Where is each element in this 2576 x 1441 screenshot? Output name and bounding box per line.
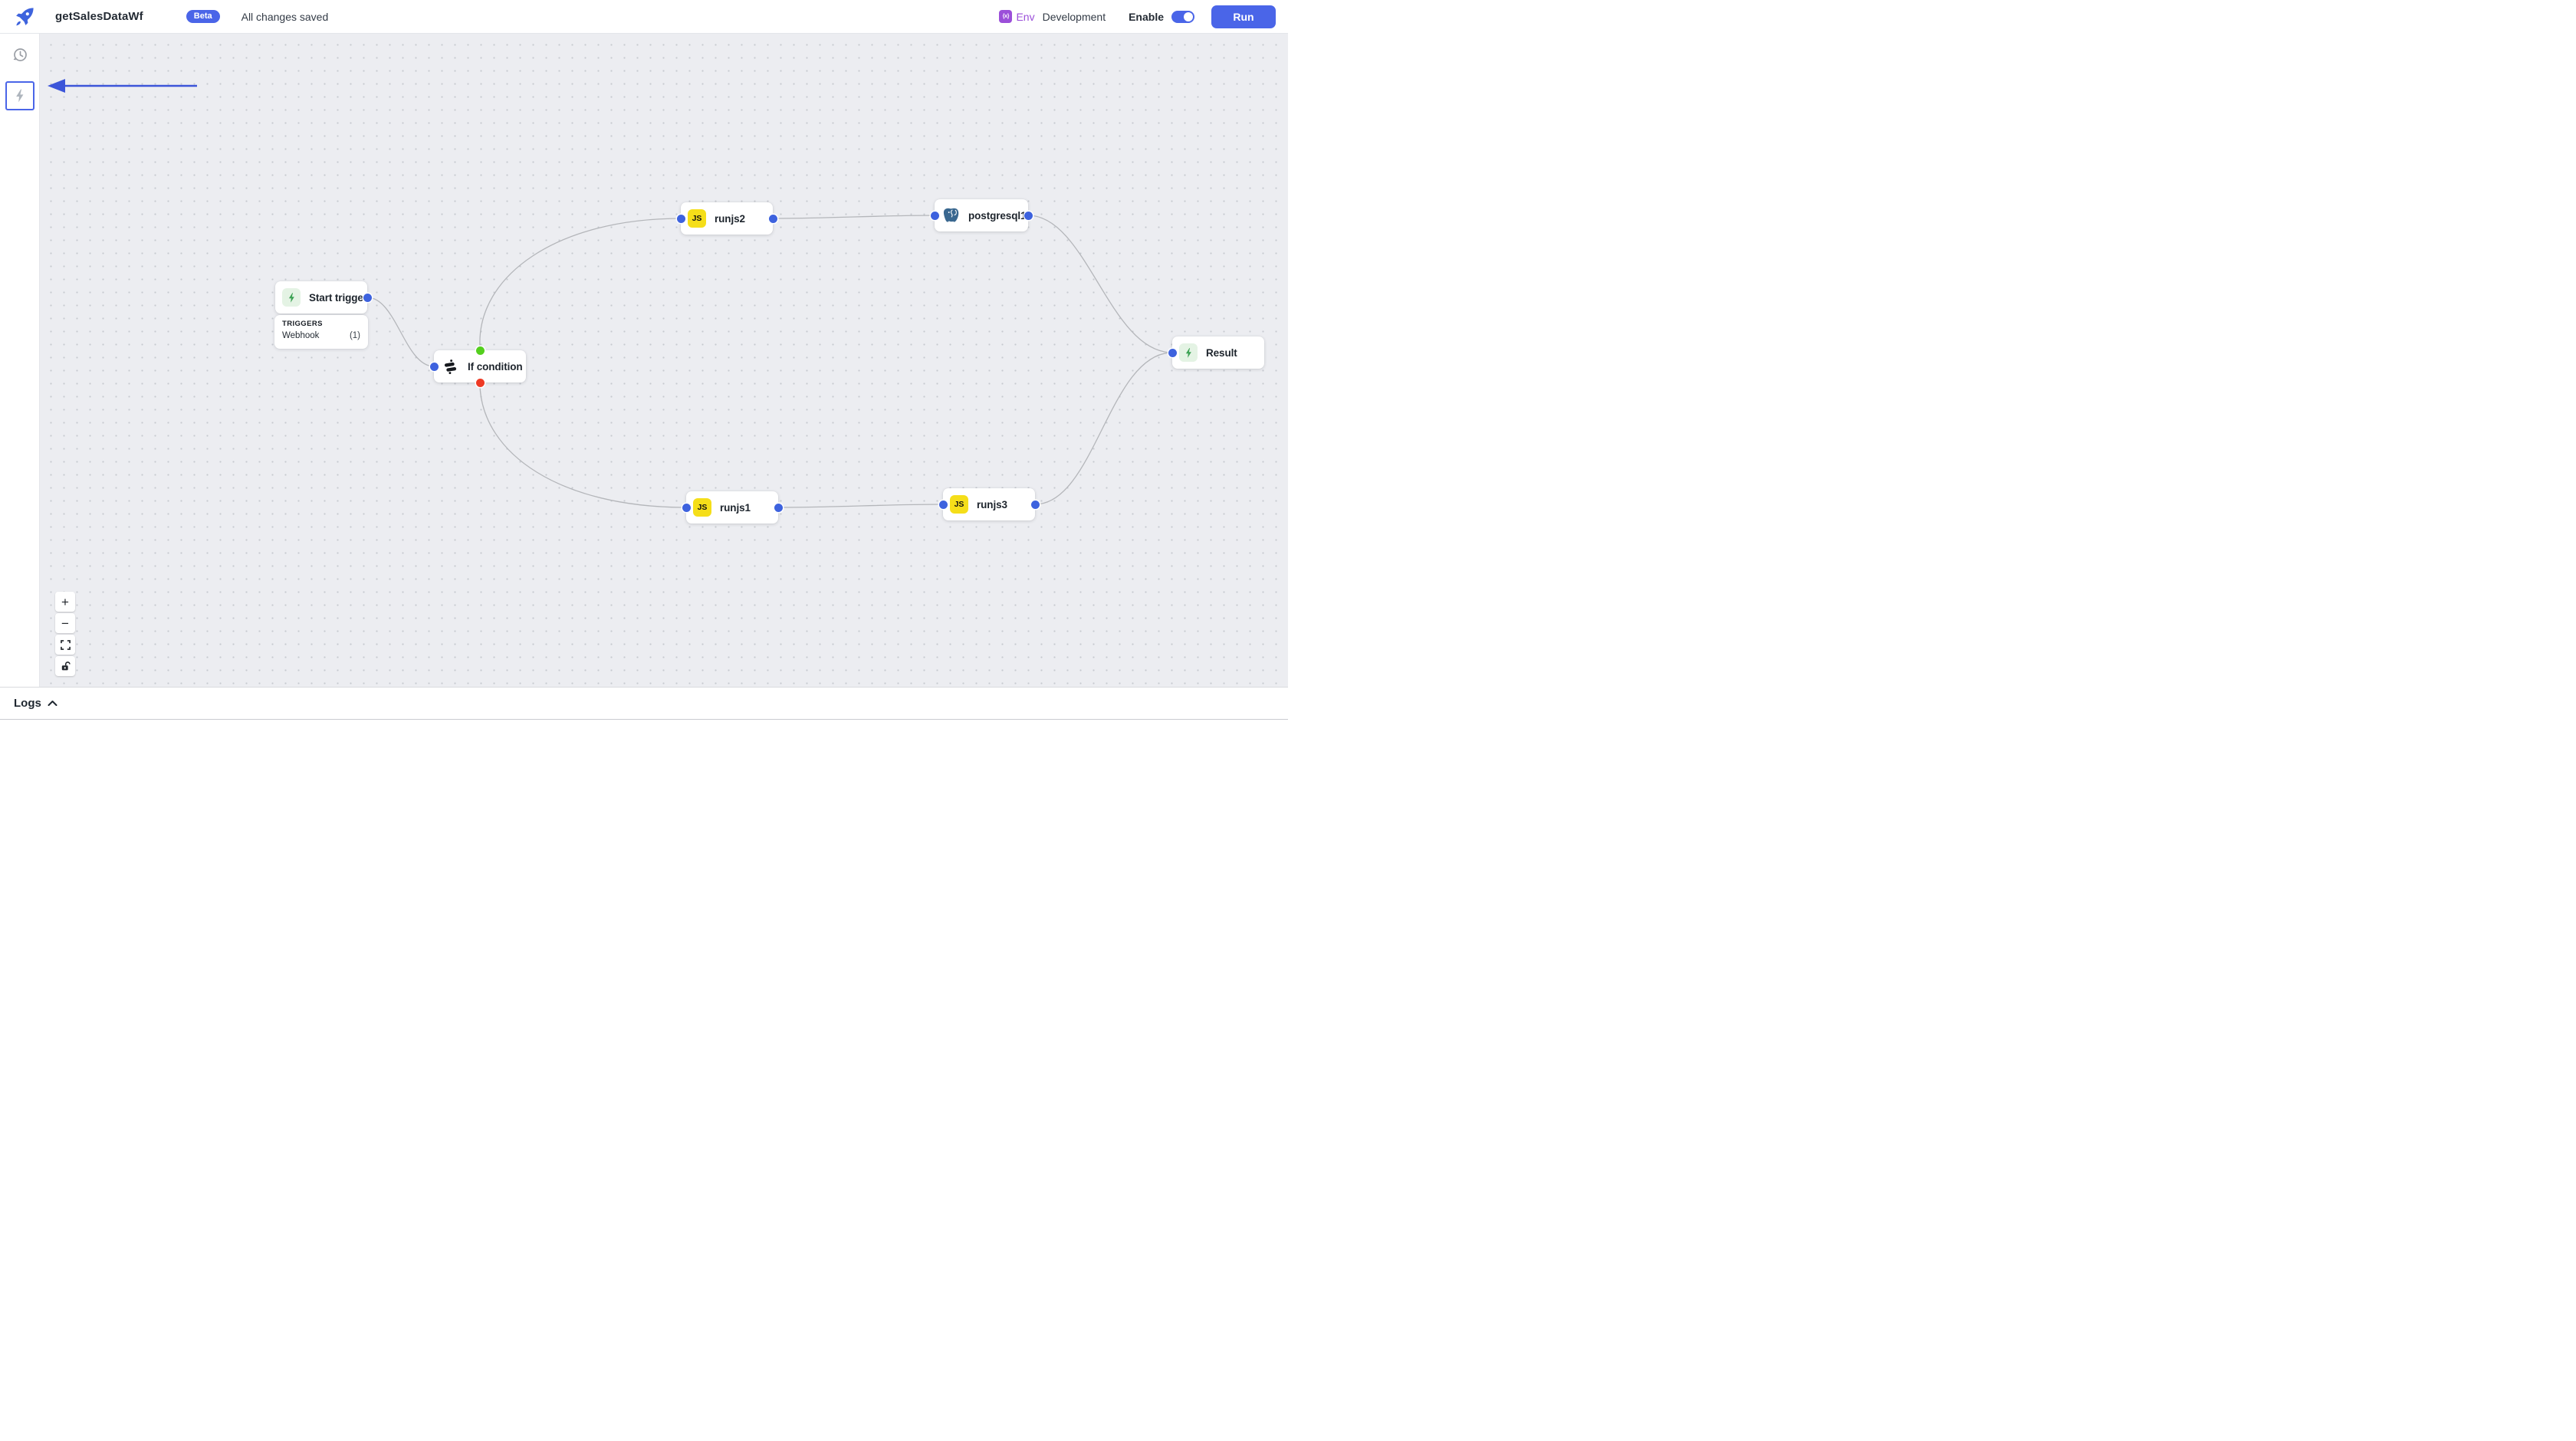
postgresql-icon xyxy=(941,206,960,225)
port-postgresql1-in[interactable] xyxy=(930,211,939,220)
save-status: All changes saved xyxy=(241,10,329,23)
chevron-up-icon xyxy=(48,701,58,706)
workflow-editor: getSalesDataWf Beta All changes saved {x… xyxy=(0,0,1288,720)
lightning-tool-button[interactable] xyxy=(5,81,34,110)
node-runjs2[interactable]: JS runjs2 xyxy=(676,202,777,235)
zoom-in-button[interactable]: + xyxy=(55,592,75,612)
unlock-icon xyxy=(61,661,71,671)
lock-button[interactable] xyxy=(55,656,75,676)
workflow-title: getSalesDataWf xyxy=(55,10,143,23)
left-toolbar xyxy=(0,34,40,687)
enable-label: Enable xyxy=(1129,10,1164,23)
port-if-condition-in[interactable] xyxy=(429,362,439,371)
port-if-condition-false[interactable] xyxy=(475,378,485,387)
app-logo-rocket-icon[interactable] xyxy=(14,6,35,28)
branch-icon xyxy=(441,357,459,376)
node-label: runjs3 xyxy=(977,498,1007,510)
node-label: postgresql1 xyxy=(968,209,1027,222)
javascript-icon: JS xyxy=(688,209,706,228)
port-start-trigger-out[interactable] xyxy=(363,293,372,302)
environment-selector[interactable]: Development xyxy=(1042,10,1106,23)
fit-view-button[interactable] xyxy=(55,635,75,655)
enable-toggle[interactable] xyxy=(1171,10,1194,23)
node-label: runjs2 xyxy=(715,212,745,225)
node-if-condition[interactable]: If condition xyxy=(429,346,526,387)
node-label: Start trigger xyxy=(309,291,367,304)
env-label: Env xyxy=(1016,10,1035,23)
port-postgresql1-out[interactable] xyxy=(1024,211,1033,220)
port-result-in[interactable] xyxy=(1168,348,1177,357)
javascript-icon: JS xyxy=(950,495,968,514)
fit-view-icon xyxy=(60,639,71,650)
javascript-icon: JS xyxy=(693,498,711,517)
trigger-row[interactable]: Webhook (1) xyxy=(282,331,360,340)
beta-badge: Beta xyxy=(186,10,220,23)
node-runjs3[interactable]: JS runjs3 xyxy=(938,488,1040,520)
port-if-condition-true[interactable] xyxy=(475,346,485,355)
header-right: {x} Env Development Enable Run xyxy=(999,5,1276,28)
port-runjs1-in[interactable] xyxy=(682,503,691,512)
logs-panel-toggle[interactable]: Logs xyxy=(0,687,1288,720)
trigger-count: (1) xyxy=(349,331,360,340)
node-runjs1[interactable]: JS runjs1 xyxy=(682,491,783,524)
env-icon: {x} xyxy=(999,10,1013,23)
start-trigger-triggers-card[interactable]: TRIGGERS Webhook (1) xyxy=(274,315,368,349)
port-runjs3-out[interactable] xyxy=(1030,500,1040,509)
port-runjs1-out[interactable] xyxy=(774,503,783,512)
logs-label: Logs xyxy=(14,697,41,710)
workflow-canvas[interactable] xyxy=(40,34,1288,687)
lightning-tool-icon xyxy=(15,89,23,103)
lightning-icon xyxy=(1179,343,1198,362)
node-label: If condition xyxy=(468,360,523,373)
node-label: runjs1 xyxy=(720,501,751,514)
port-runjs2-out[interactable] xyxy=(768,214,777,223)
toggle-knob xyxy=(1184,11,1193,21)
trigger-name: Webhook xyxy=(282,331,320,340)
port-runjs2-in[interactable] xyxy=(676,214,685,223)
node-result[interactable]: Result xyxy=(1168,336,1264,369)
port-runjs3-in[interactable] xyxy=(938,500,948,509)
canvas-controls: + − xyxy=(55,592,75,676)
zoom-out-button[interactable]: − xyxy=(55,613,75,633)
node-label: Result xyxy=(1206,346,1237,359)
lightning-icon xyxy=(282,288,301,307)
run-button[interactable]: Run xyxy=(1211,5,1276,28)
history-icon[interactable] xyxy=(6,41,34,69)
triggers-heading: TRIGGERS xyxy=(282,320,323,328)
top-bar: getSalesDataWf Beta All changes saved {x… xyxy=(0,0,1288,34)
node-postgresql1[interactable]: postgresql1 xyxy=(930,199,1033,231)
node-start-trigger[interactable]: Start trigger xyxy=(275,281,372,313)
